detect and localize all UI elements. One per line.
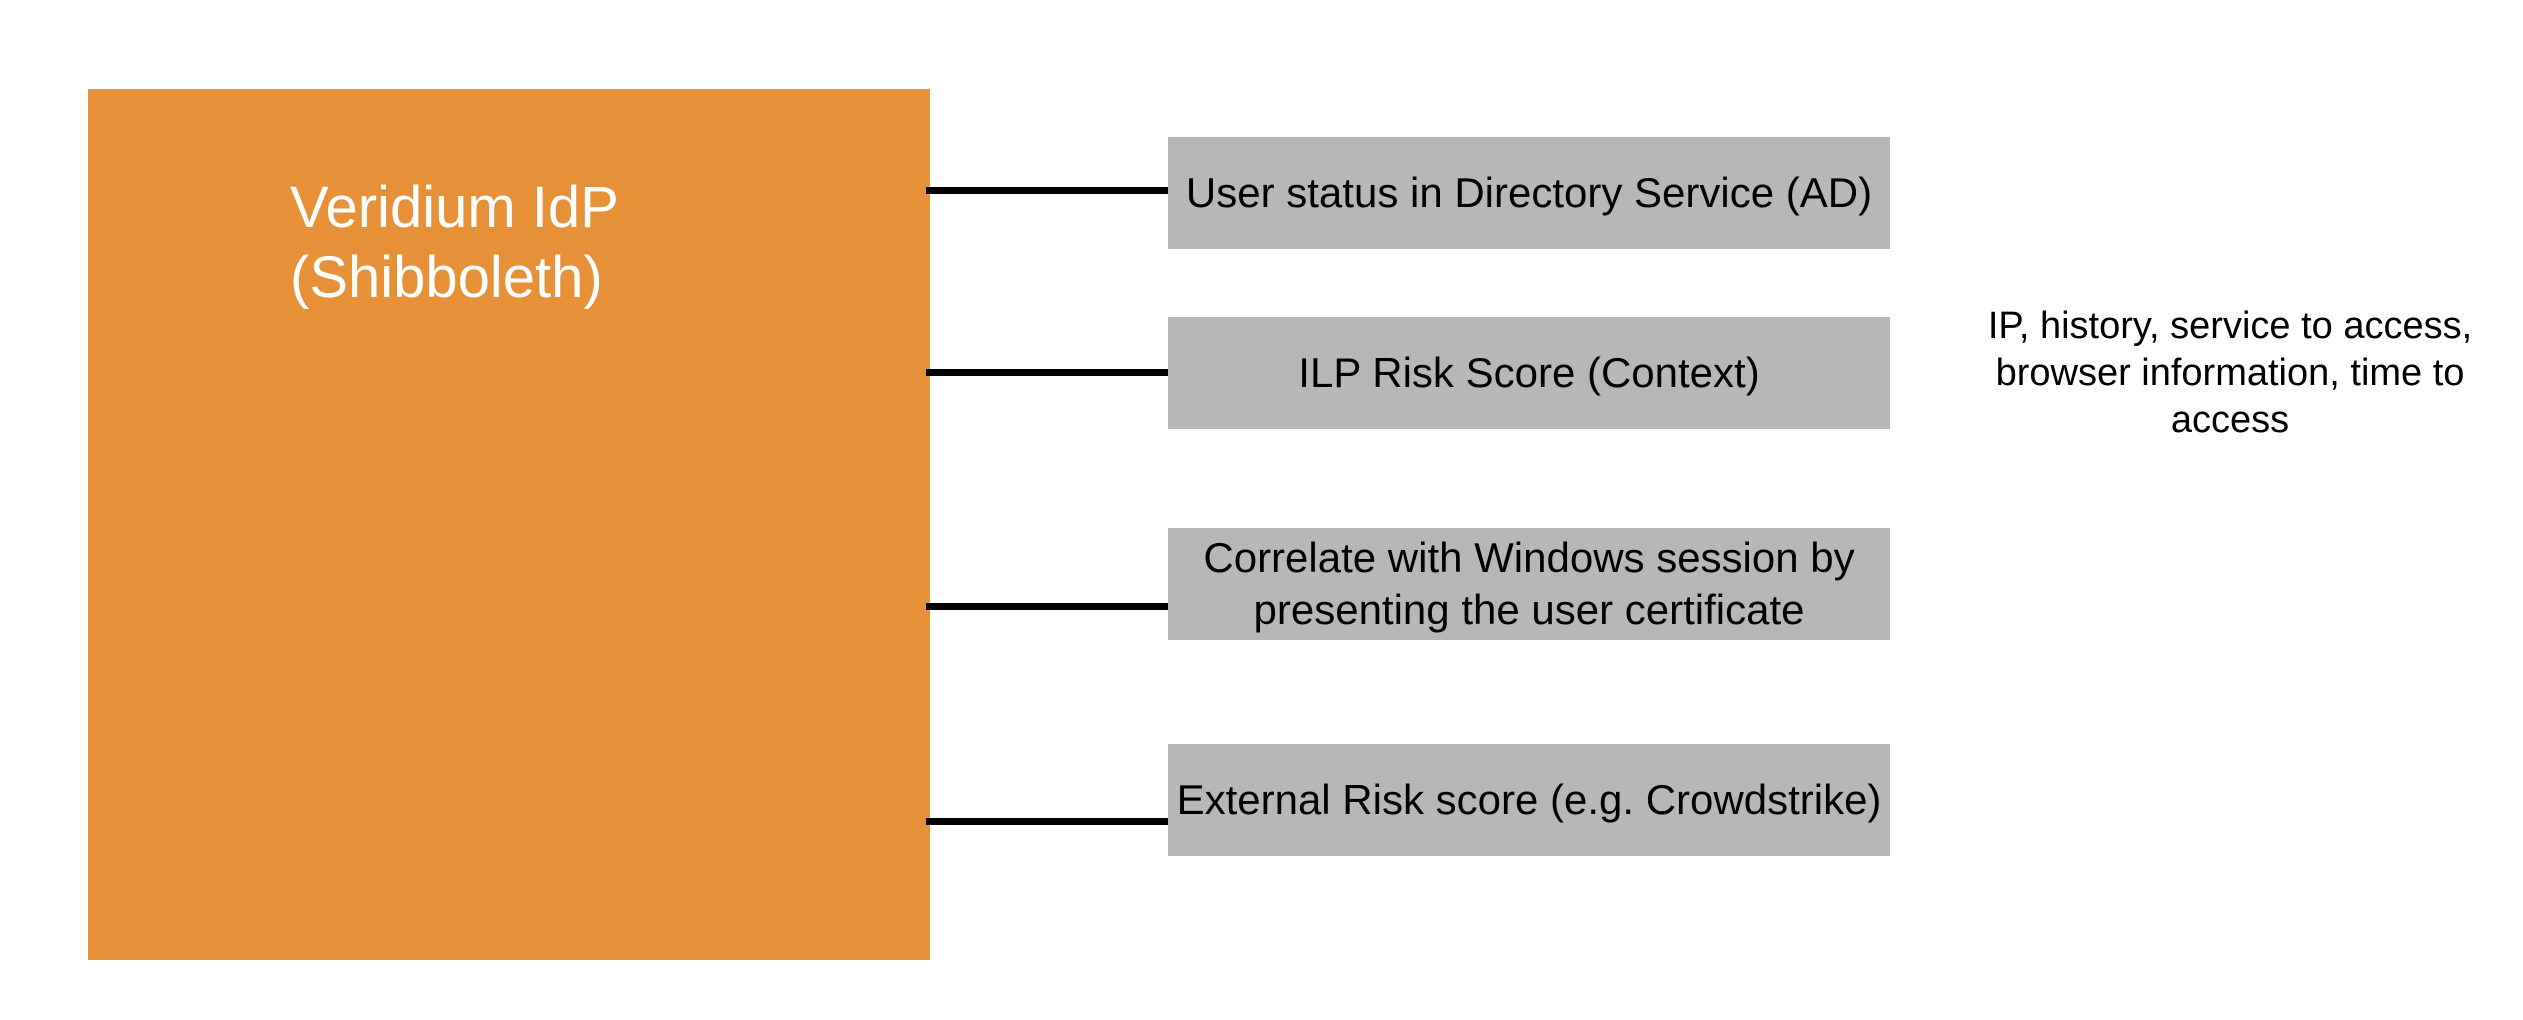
idp-box-title: Veridium IdP (Shibboleth) (290, 173, 619, 313)
attribute-box-correlate-windows-session: Correlate with Windows session by presen… (1168, 528, 1890, 640)
idp-box-title-line2: (Shibboleth) (290, 245, 603, 310)
connector-line-2 (926, 369, 1170, 376)
idp-box-title-line1: Veridium IdP (290, 175, 619, 240)
connector-line-1 (926, 187, 1170, 194)
idp-box: Veridium IdP (Shibboleth) (88, 89, 930, 960)
attribute-box-external-risk-score: External Risk score (e.g. Crowdstrike) (1168, 744, 1890, 856)
connector-line-4 (926, 818, 1170, 825)
connector-line-3 (926, 603, 1170, 610)
context-annotation-text: IP, history, service to access, browser … (1987, 305, 2473, 441)
attribute-box-user-status: User status in Directory Service (AD) (1168, 137, 1890, 249)
attribute-box-ilp-risk-score: ILP Risk Score (Context) (1168, 317, 1890, 429)
